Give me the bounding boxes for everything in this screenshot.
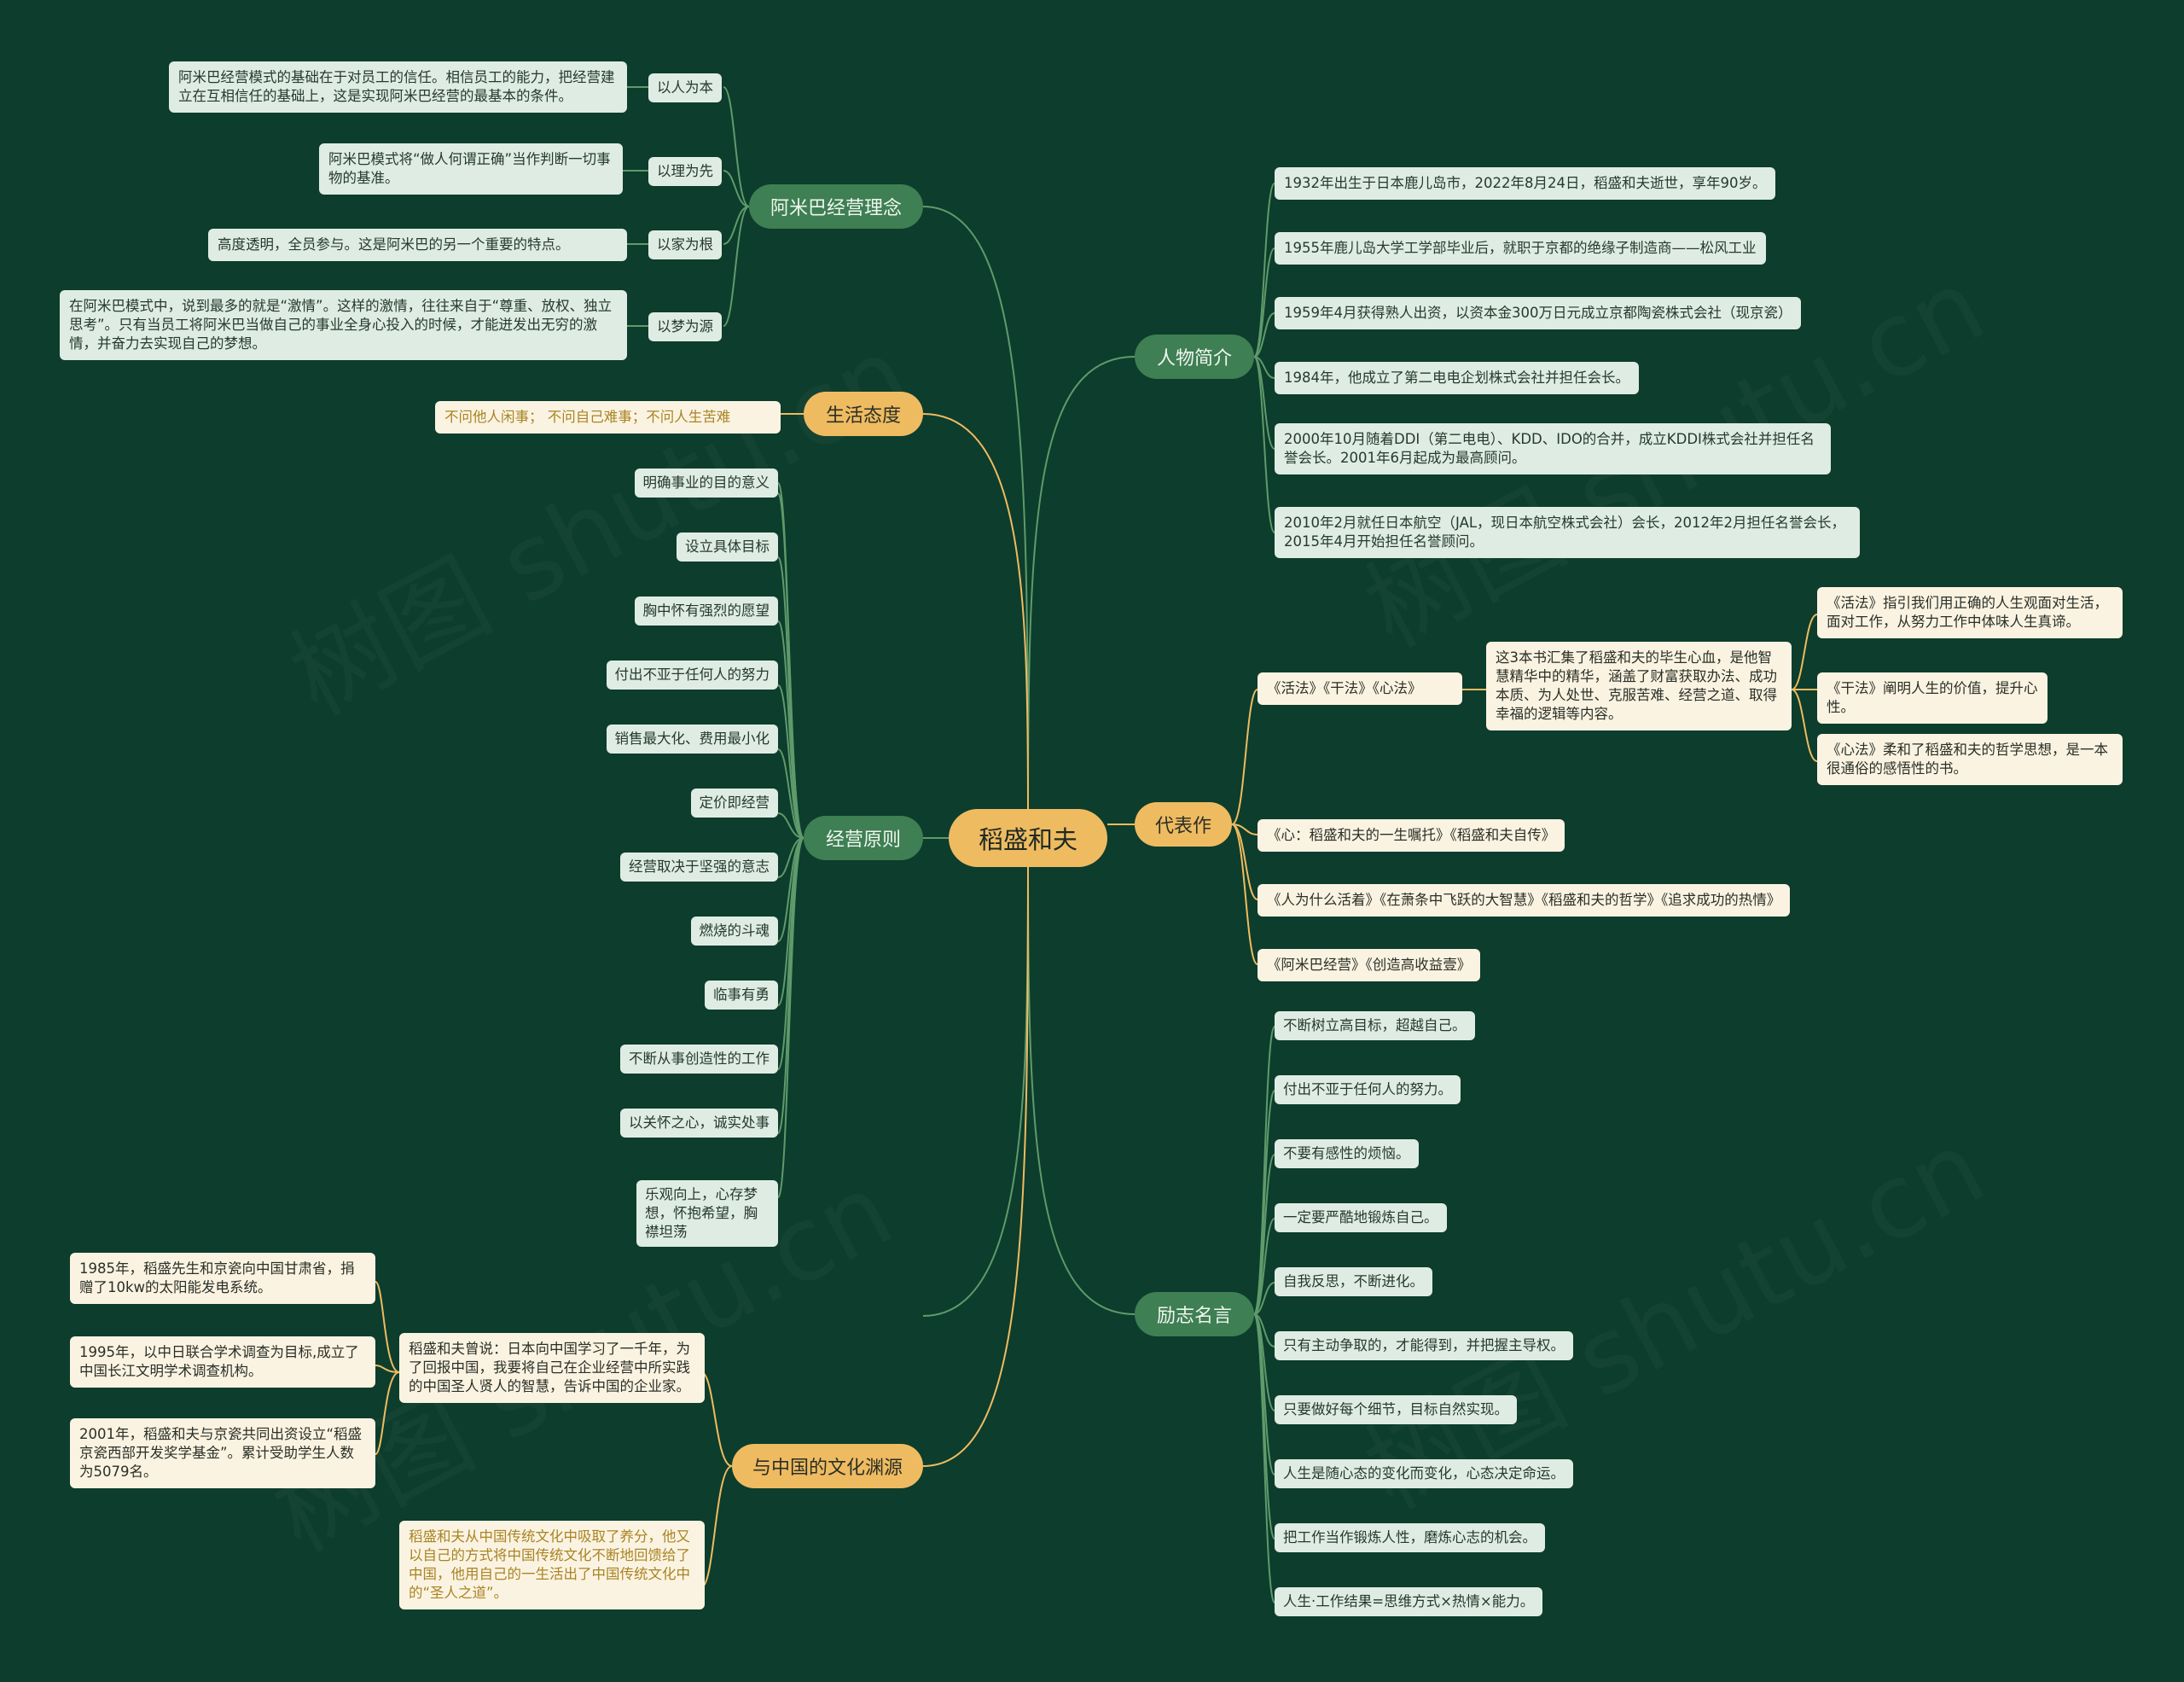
amiba-label[interactable]: 以梦为源 [648, 312, 722, 341]
connector-line [777, 684, 804, 839]
china-absorb[interactable]: 稻盛和夫从中国传统文化中吸取了养分，他又以自己的方式将中国传统文化不断地回馈给了… [399, 1521, 705, 1609]
china-event[interactable]: 2001年，稻盛和夫与京瓷共同出资设立“稻盛京瓷西部开发奖学基金”。累计受助学生… [70, 1418, 375, 1488]
connector-line [777, 492, 804, 839]
connector-line [1253, 312, 1275, 358]
connector-line [1253, 247, 1275, 358]
quote-item[interactable]: 自我反思，不断进化。 [1275, 1267, 1432, 1296]
connector-line [1253, 1313, 1275, 1603]
works-summary-text: 这3本书汇集了稻盛和夫的毕生心血，是他智慧精华中的精华，涵盖了财富获取办法、成功… [1496, 649, 1777, 722]
connector-line [777, 837, 804, 1198]
principle-item[interactable]: 不断从事创造性的工作 [620, 1045, 778, 1074]
quote-item[interactable]: 人生是随心态的变化而变化，心态决定命运。 [1275, 1459, 1573, 1488]
connector-line [1231, 689, 1258, 825]
bio-item[interactable]: 1932年出生于日本鹿儿岛市，2022年8月24日，稻盛和夫逝世，享年90岁。 [1275, 167, 1776, 200]
connector-line [777, 620, 804, 839]
bio-item[interactable]: 1984年，他成立了第二电电企划株式会社并担任会长。 [1275, 362, 1639, 394]
quote-item[interactable]: 付出不亚于任何人的努力。 [1275, 1075, 1461, 1104]
bio-item[interactable]: 1959年4月获得熟人出资，以资本金300万日元成立京都陶瓷株式会社（现京瓷） [1275, 297, 1802, 329]
connector-line [777, 812, 804, 839]
connector-line [1253, 183, 1275, 358]
connector-line [1231, 824, 1258, 900]
connector-line [1253, 1313, 1275, 1539]
life-attitude-text[interactable]: 不问他人闲事； 不问自己难事；不问人生苦难 [435, 401, 781, 434]
amiba-label[interactable]: 以人为本 [648, 73, 722, 102]
works-book-ganfa[interactable]: 《干法》阐明人生的价值，提升心性。 [1817, 672, 2048, 724]
works-book-xinfa[interactable]: 《心法》柔和了稻盛和夫的哲学思想，是一本很通俗的感悟性的书。 [1817, 734, 2123, 785]
principle-item[interactable]: 经营取决于坚强的意志 [620, 853, 778, 882]
principle-item[interactable]: 明确事业的目的意义 [634, 469, 778, 498]
principle-item[interactable]: 定价即经营 [690, 789, 778, 818]
quote-item[interactable]: 人生·工作结果=思维方式×热情×能力。 [1275, 1587, 1543, 1616]
amiba-detail[interactable]: 高度透明，全员参与。这是阿米巴的另一个重要的特点。 [208, 229, 627, 261]
china-event[interactable]: 1985年，稻盛先生和京瓷向中国甘肃省，捐赠了10kw的太阳能发电系统。 [70, 1253, 375, 1304]
topic-life-attitude[interactable]: 生活态度 [804, 392, 923, 436]
connector-line [1253, 1154, 1275, 1315]
topic-amiba[interactable]: 阿米巴经营理念 [749, 184, 923, 229]
quote-item[interactable]: 只要做好每个细节，目标自然实现。 [1275, 1395, 1517, 1424]
amiba-detail[interactable]: 阿米巴模式将“做人何谓正确”当作判断一切事物的基准。 [319, 143, 623, 195]
connector-line [1253, 356, 1275, 533]
works-other-books[interactable]: 《人为什么活着》《在萧条中飞跃的大智慧》《稻盛和夫的哲学》《追求成功的热情》 [1258, 884, 1791, 917]
principle-item[interactable]: 临事有勇 [705, 981, 778, 1010]
bio-item[interactable]: 2010年2月就任日本航空（JAL，现日本航空株式会社）会长，2012年2月担任… [1275, 507, 1860, 558]
topic-works[interactable]: 代表作 [1135, 802, 1232, 847]
root-topic[interactable]: 稻盛和夫 [949, 809, 1107, 867]
quote-item[interactable]: 只有主动争取的，才能得到，并把握主导权。 [1275, 1331, 1573, 1360]
quote-item[interactable]: 不要有感性的烦恼。 [1275, 1139, 1419, 1168]
quote-item[interactable]: 不断树立高目标，超越自己。 [1275, 1011, 1475, 1040]
principle-item[interactable]: 乐观向上，心存梦想，怀抱希望，胸襟坦荡 [636, 1180, 778, 1247]
amiba-detail[interactable]: 在阿米巴模式中，说到最多的就是“激情”。这样的激情，往往来自于“尊重、放权、独立… [60, 290, 627, 360]
connector-line [777, 748, 804, 839]
connector-line [1231, 824, 1258, 835]
principle-item[interactable]: 以关怀之心，诚实处事 [620, 1109, 778, 1138]
topic-china-culture[interactable]: 与中国的文化渊源 [732, 1444, 923, 1488]
principle-item[interactable]: 设立具体目标 [677, 533, 778, 562]
principle-item[interactable]: 燃烧的斗魂 [690, 917, 778, 946]
connector-line [1791, 689, 1818, 762]
quote-item[interactable]: 一定要严酷地锻炼自己。 [1275, 1203, 1447, 1232]
works-trilogy[interactable]: 《活法》《干法》《心法》 [1258, 672, 1462, 705]
amiba-detail[interactable]: 阿米巴经营模式的基础在于对员工的信任。相信员工的能力，把经营建立在互相信任的基础… [169, 61, 627, 113]
works-other-books[interactable]: 《阿米巴经营》《创造高收益壹》 [1258, 949, 1481, 981]
bio-item[interactable]: 1955年鹿儿岛大学工学部毕业后，就职于京都的绝缘子制造商——松风工业 [1275, 232, 1766, 265]
topic-bio[interactable]: 人物简介 [1135, 335, 1254, 379]
bio-item[interactable]: 2000年10月随着DDI（第二电电）、KDD、IDO的合并，成立KDDI株式会… [1275, 423, 1831, 474]
connector-line [777, 837, 804, 878]
connector-line [1253, 1090, 1275, 1315]
china-event[interactable]: 1995年，以中日联合学术调查为目标,成立了中国长江文明学术调查机构。 [70, 1336, 375, 1388]
works-book-huofa[interactable]: 《活法》指引我们用正确的人生观面对生活，面对工作，从努力工作中体味人生真谛。 [1817, 587, 2123, 638]
topic-quotes[interactable]: 励志名言 [1135, 1292, 1254, 1336]
quote-item[interactable]: 把工作当作锻炼人性，磨炼心志的机会。 [1275, 1523, 1545, 1552]
principle-item[interactable]: 付出不亚于任何人的努力 [606, 661, 778, 690]
principle-item[interactable]: 销售最大化、费用最小化 [606, 725, 778, 754]
connector-line [1791, 614, 1818, 690]
works-other-books[interactable]: 《心：稻盛和夫的一生嘱托》《稻盛和夫自传》 [1258, 819, 1565, 852]
connector-line [1231, 824, 1258, 965]
china-saying[interactable]: 稻盛和夫曾说：日本向中国学习了一千年，为了回报中国，我要将自己在企业经营中所实践… [399, 1333, 705, 1403]
amiba-label[interactable]: 以理为先 [648, 157, 722, 186]
connector-line [1253, 1282, 1275, 1315]
principle-item[interactable]: 胸中怀有强烈的愿望 [634, 597, 778, 626]
works-summary[interactable]: 这3本书汇集了稻盛和夫的毕生心血，是他智慧精华中的精华，涵盖了财富获取办法、成功… [1486, 642, 1792, 730]
amiba-label[interactable]: 以家为根 [648, 230, 722, 259]
connector-line [1253, 1218, 1275, 1315]
topic-principles[interactable]: 经营原则 [804, 816, 923, 860]
